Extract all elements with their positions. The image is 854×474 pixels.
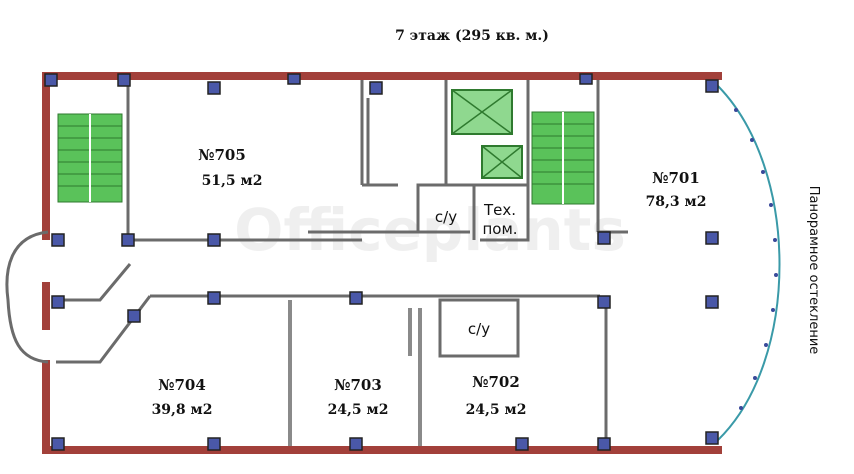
room-704-area: 39,8 м2 — [152, 402, 213, 418]
stairs-right — [531, 111, 595, 205]
room-702-number: №702 — [472, 373, 520, 391]
room-705-number: №705 — [198, 146, 246, 164]
glazing-mullions — [734, 108, 778, 410]
stairs-left — [57, 113, 123, 203]
floor-title: 7 этаж (295 кв. м.) — [395, 28, 549, 44]
room-704-number: №704 — [158, 376, 206, 394]
left-bay-wall — [5, 230, 49, 364]
room-701-area: 78,3 м2 — [646, 194, 707, 210]
wc-label-upper: с/у — [435, 208, 457, 226]
pillars — [44, 73, 719, 451]
watermark: Officeplants — [234, 196, 626, 264]
partition-walls — [288, 300, 422, 446]
outer-walls — [42, 72, 722, 454]
panoramic-glazing — [717, 85, 781, 441]
tech-room-label-line1: Тех. — [483, 201, 516, 219]
room-703-number: №703 — [334, 376, 382, 394]
room-705-area: 51,5 м2 — [202, 173, 263, 189]
wc-label-lower: с/у — [468, 320, 490, 338]
elevators — [451, 89, 523, 179]
panoramic-glazing-label: Панорамное остекление — [806, 186, 821, 355]
room-703-area: 24,5 м2 — [328, 402, 389, 418]
room-702-area: 24,5 м2 — [466, 402, 527, 418]
room-701-number: №701 — [652, 169, 700, 187]
tech-room-label-line2: пом. — [482, 220, 517, 238]
